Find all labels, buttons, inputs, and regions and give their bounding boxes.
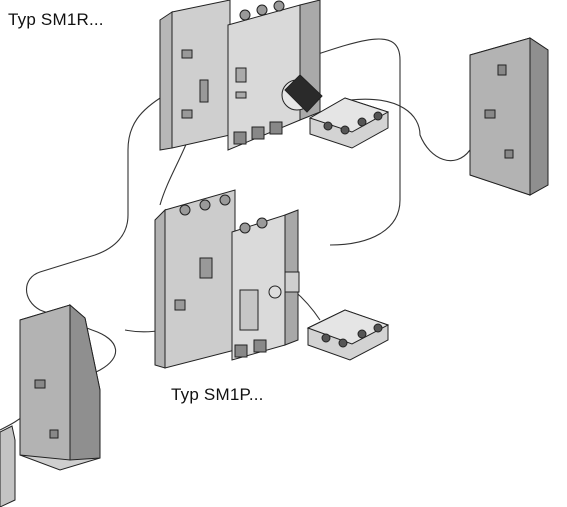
motor-starter-sm1p — [154, 189, 300, 369]
motor-starter-sm1r — [159, 0, 323, 151]
guide-line-center — [299, 38, 401, 246]
side-mount-auxiliary-switch — [469, 37, 549, 196]
side-mount-auxiliary-switch-left — [19, 303, 101, 471]
rotary-knob-icon — [281, 74, 323, 113]
guide-line-left-rail — [25, 94, 166, 401]
auxiliary-contact-block-lower — [306, 309, 390, 361]
model-label-sm1p: Typ SM1P... — [171, 385, 264, 404]
push-button-icon — [268, 271, 300, 299]
model-label-sm1r: Typ SM1R... — [8, 10, 104, 29]
side-module-partial-left — [0, 425, 16, 507]
guide-line-right — [349, 98, 471, 162]
auxiliary-contact-block-upper — [308, 97, 390, 149]
